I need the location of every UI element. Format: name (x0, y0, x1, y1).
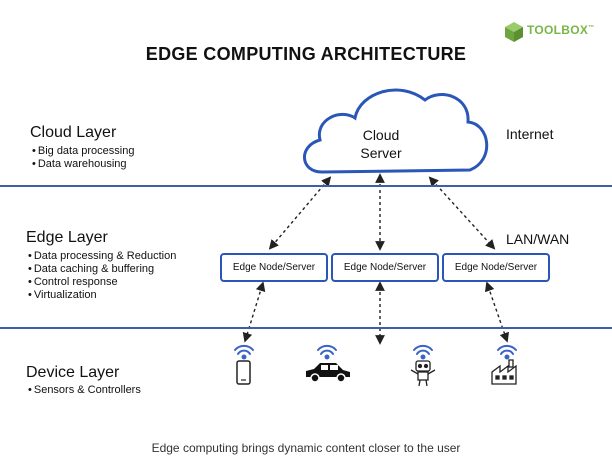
list-item: Big data processing (32, 145, 135, 158)
cloud-layer-title: Cloud Layer (30, 124, 117, 141)
device-layer-bullets: Sensors & Controllers (28, 384, 141, 397)
page-title: EDGE COMPUTING ARCHITECTURE (145, 44, 467, 64)
toolbox-cube-icon (505, 22, 523, 42)
list-item: Data processing & Reduction (28, 250, 176, 263)
cloud-edge-divider (0, 185, 612, 187)
cloud-server-line2: Server (360, 145, 402, 161)
list-item: Data warehousing (32, 158, 134, 171)
cloud-layer-bullets: Big data processing Data warehousing (32, 145, 135, 171)
phone-icon (236, 360, 251, 385)
list-item: Data caching & buffering (28, 263, 176, 276)
edge-device-divider (0, 327, 612, 329)
list-item: Sensors & Controllers (28, 384, 141, 397)
wifi-icon (497, 344, 517, 360)
wifi-icon (234, 344, 254, 360)
cloud-shape (303, 88, 489, 174)
edge-layer-bullets: Data processing & Reduction Data caching… (28, 250, 176, 302)
list-item: Control response (28, 276, 176, 289)
wifi-icon (413, 344, 433, 360)
cloud-server-line1: Cloud (362, 127, 400, 143)
arrow-cloud-node1 (268, 176, 332, 250)
arrow-node1-device (242, 281, 266, 343)
device-layer-title: Device Layer (26, 364, 120, 381)
logo-text: TOOLBOX™ (527, 23, 595, 37)
cloud-server-label: Cloud Server (345, 126, 417, 162)
toolbox-logo (502, 20, 602, 44)
edge-layer-title: Edge Layer (26, 229, 108, 246)
list-item: Virtualization (28, 289, 176, 302)
edge-node-3: Edge Node/Server (442, 253, 550, 282)
caption: Edge computing brings dynamic content cl… (151, 441, 461, 455)
car-icon (306, 363, 350, 383)
edge-node-2: Edge Node/Server (331, 253, 439, 282)
lan-wan-label: LAN/WAN (506, 231, 570, 247)
arrow-node3-device (484, 281, 510, 343)
arrow-cloud-node3 (428, 176, 496, 250)
wifi-icon (317, 344, 337, 360)
edge-node-1: Edge Node/Server (220, 253, 328, 282)
internet-label: Internet (506, 126, 554, 142)
factory-icon (491, 359, 517, 385)
robot-icon (410, 360, 436, 387)
